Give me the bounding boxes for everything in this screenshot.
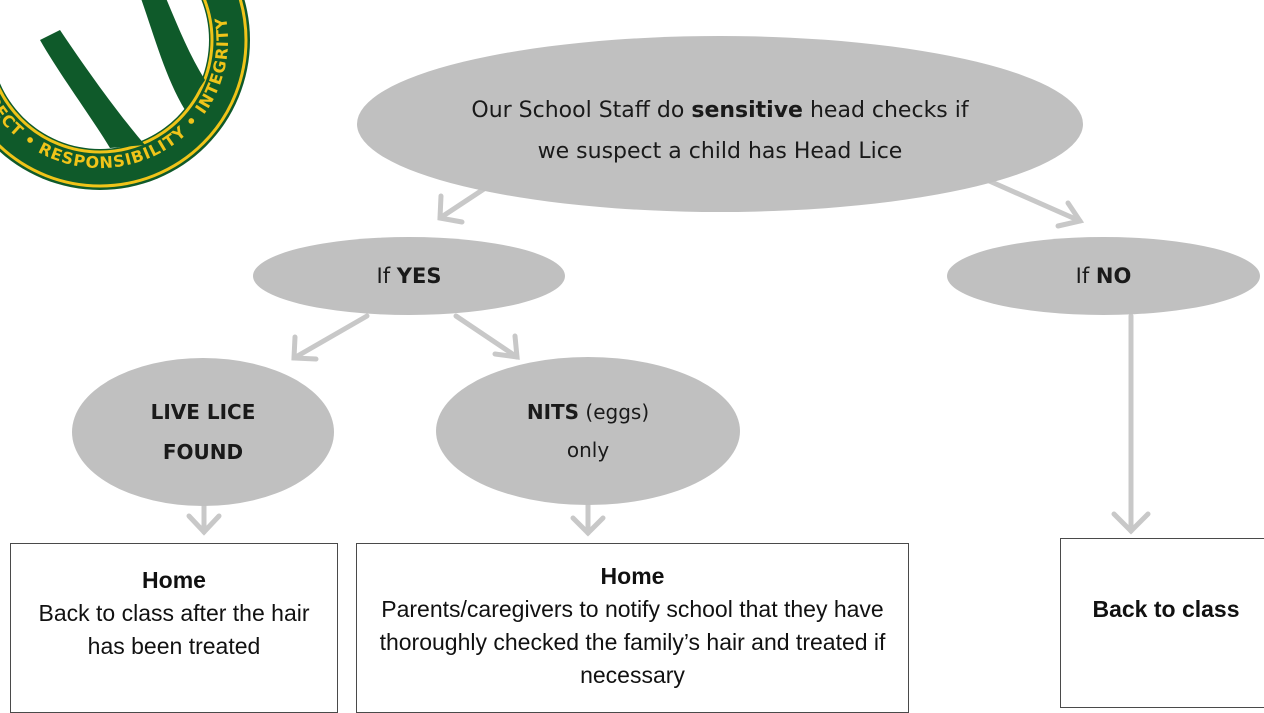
no-node: If NO <box>947 237 1260 315</box>
question-node: Our School Staff do sensitive head check… <box>357 36 1083 212</box>
outcome-heading: Back to class <box>1092 596 1240 622</box>
arrow-top-to-no <box>975 173 1085 229</box>
school-logo: RESPECT • RESPONSIBILITY • INTEGRITY <box>0 0 250 190</box>
outcome-box-no: Back to class <box>1060 538 1264 708</box>
nits-line2: only <box>566 438 610 462</box>
outcome-heading: Home <box>600 563 665 589</box>
outcome-body: Parents/caregivers to notify school that… <box>379 596 886 688</box>
arrow-no-to-box <box>1111 313 1151 535</box>
outcome-box-live-lice: Home Back to class after the hair has be… <box>10 543 338 713</box>
nits-line1: NITS (eggs) <box>526 400 650 424</box>
outcome-box-nits: Home Parents/caregivers to notify school… <box>356 543 909 713</box>
question-text: Our School Staff do sensitive head check… <box>471 98 969 164</box>
live-lice-line2: FOUND <box>162 440 244 464</box>
outcome-heading: Home <box>142 567 206 593</box>
arrow-yes-to-live <box>291 313 370 362</box>
outcome-body: Back to class after the hair has been tr… <box>38 600 310 659</box>
nits-node: NITS (eggs) only <box>436 357 740 505</box>
arrow-yes-to-nits <box>453 313 520 360</box>
yes-node: If YES <box>253 237 565 315</box>
no-label: If NO <box>1075 264 1132 288</box>
yes-label: If YES <box>376 264 442 288</box>
live-lice-node: LIVE LICE FOUND <box>72 358 334 506</box>
live-lice-line1: LIVE LICE <box>150 400 256 424</box>
